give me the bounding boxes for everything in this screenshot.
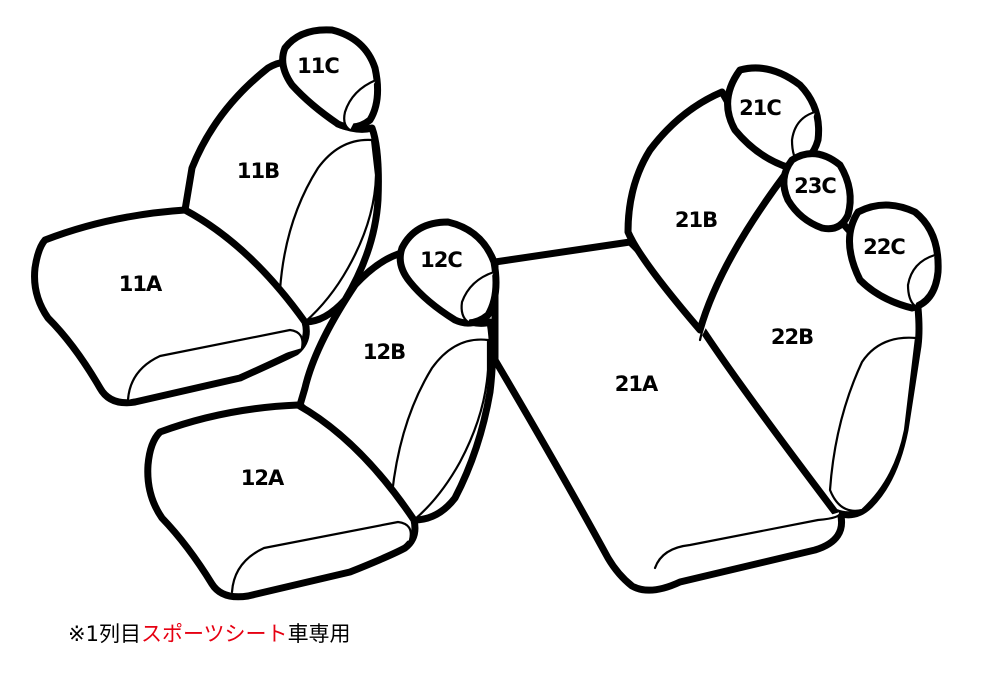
note-suffix: 車専用 bbox=[287, 622, 351, 646]
label-22b: 22B bbox=[771, 325, 813, 349]
note-prefix: ※1列目 bbox=[68, 622, 141, 646]
label-11b: 11B bbox=[237, 159, 279, 183]
seat-21a-front-roll bbox=[653, 510, 842, 570]
seat-12a-front-roll bbox=[230, 520, 412, 594]
label-21c: 21C bbox=[739, 96, 781, 120]
label-12b: 12B bbox=[363, 340, 405, 364]
seat-11a-front-roll bbox=[126, 328, 304, 402]
seat-12c-headrest-fold bbox=[460, 270, 496, 324]
seat-11c-headrest-fold bbox=[343, 78, 378, 132]
label-11a: 11A bbox=[119, 272, 163, 296]
label-21b: 21B bbox=[675, 208, 717, 232]
label-12c: 12C bbox=[420, 248, 462, 272]
label-12a: 12A bbox=[241, 466, 285, 490]
seat-22c-headrest-fold bbox=[906, 253, 937, 308]
label-22c: 22C bbox=[863, 235, 905, 259]
sport-seat-note: ※1列目スポーツシート車専用 bbox=[68, 618, 351, 648]
label-21a: 21A bbox=[615, 372, 659, 396]
rear-bench bbox=[491, 64, 942, 594]
seat-23c-headrest bbox=[780, 150, 854, 233]
label-11c: 11C bbox=[297, 54, 339, 78]
note-highlight: スポーツシート bbox=[140, 622, 288, 646]
front-seat-12 bbox=[144, 218, 500, 601]
seat-labels: 11C 11B 11A 12C 12B 12A 21C 23C 21B 22C … bbox=[119, 54, 907, 490]
seat-22b-side-bolster bbox=[828, 336, 918, 512]
front-seat-11 bbox=[31, 26, 382, 407]
label-23c: 23C bbox=[794, 174, 836, 198]
